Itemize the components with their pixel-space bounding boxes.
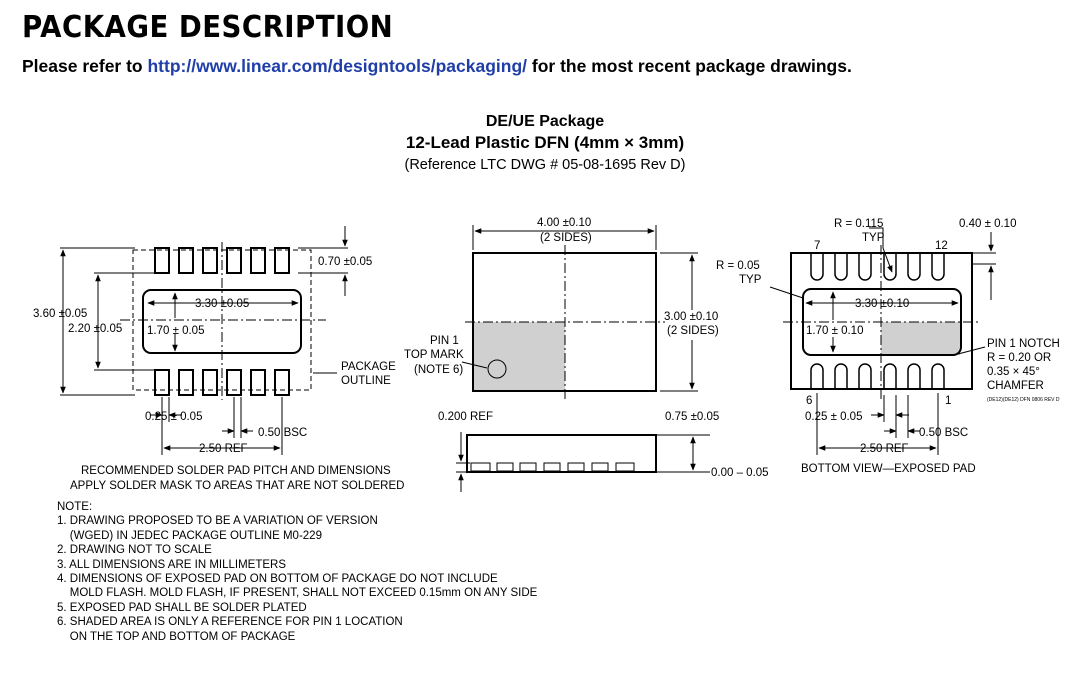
dim-250-bottom: 2.50 REF: [860, 443, 909, 455]
two-sides-a: (2 SIDES): [540, 232, 592, 244]
pin1-notch-label: PIN 1 NOTCH: [987, 338, 1060, 350]
refer-prefix: Please refer to: [22, 56, 148, 76]
note-2: 2. DRAWING NOT TO SCALE: [57, 544, 212, 557]
pin1-notch-r: R = 0.20 OR: [987, 352, 1051, 364]
two-sides-b: (2 SIDES): [667, 325, 719, 337]
pin12-label: 12: [935, 240, 948, 252]
r0115-label: R = 0.115: [834, 218, 883, 230]
exposed-pad: [802, 288, 962, 356]
solder-pad-drawing: [60, 226, 348, 455]
bottom-view-bottom-leads: [810, 363, 945, 388]
dim-050-bottom: 0.50 BSC: [919, 427, 968, 439]
dim-025: 0.25 ± 0.05: [145, 411, 202, 423]
pin1-shaded-area: [474, 322, 565, 390]
bottom-view-drawing: [769, 227, 996, 455]
note-4b: MOLD FLASH. MOLD FLASH, IF PRESENT, SHAL…: [57, 587, 538, 600]
typ-label-b: TYP: [739, 274, 762, 286]
note-6b: ON THE TOP AND BOTTOM OF PACKAGE: [57, 630, 296, 643]
pin1-dot: [487, 359, 507, 379]
note-1b: (WGED) IN JEDEC PACKAGE OUTLINE M0-229: [57, 529, 322, 542]
bottom-view-labels: R = 0.115 TYP 0.40 ± 0.10 7 12 R = 0.05 …: [716, 218, 1060, 475]
package-outline-label-2: OUTLINE: [341, 375, 391, 387]
bottom-view-top-leads: [810, 254, 945, 281]
bottom-shaded-area: [881, 322, 960, 355]
dim-250: 2.50 REF: [199, 443, 248, 455]
package-outline-label: PACKAGE: [341, 361, 396, 373]
pin1-leader: [461, 361, 488, 369]
dim-025-bottom: 0.25 ± 0.05: [805, 411, 862, 423]
dim-330: 3.30 ±0.10: [855, 298, 909, 310]
side-view-leads: [470, 462, 635, 472]
notes-block: NOTE: 1. DRAWING PROPOSED TO BE A VARIATI…: [57, 500, 537, 644]
dim-330: 3.30 ±0.05: [195, 298, 249, 310]
package-name: DE/UE Package: [485, 113, 605, 130]
drawing-code: (DE12)(DE12) DFN 0806 REV D: [987, 397, 1060, 403]
r005-label: R = 0.05: [716, 260, 760, 272]
solder-caption-2: APPLY SOLDER MASK TO AREAS THAT ARE NOT …: [70, 480, 404, 492]
side-view-body: [466, 434, 657, 473]
package-lead-title: 12-Lead Plastic DFN (4mm × 3mm): [405, 133, 685, 152]
dim-170: 1.70 ± 0.10: [806, 325, 863, 337]
note-3: 3. ALL DIMENSIONS ARE IN MILLIMETERS: [57, 558, 287, 571]
exposed-pad-land: [142, 289, 302, 354]
pin1-notch-chamfer: 0.35 × 45°: [987, 366, 1040, 378]
pin1-note-label: (NOTE 6): [414, 364, 463, 376]
dim-220: 2.20 ±0.05: [68, 323, 122, 335]
solder-caption-1: RECOMMENDED SOLDER PAD PITCH AND DIMENSI…: [81, 465, 391, 477]
dim-360: 3.60 ±0.05: [33, 308, 87, 320]
note-1a: 1. DRAWING PROPOSED TO BE A VARIATION OF…: [57, 515, 378, 528]
dim-400: 4.00 ±0.10: [537, 217, 591, 229]
dim-075: 0.75 ±0.05: [665, 411, 719, 423]
bottom-pads: [154, 369, 290, 396]
pin7-label: 7: [814, 240, 820, 252]
pin1-top-mark-label: TOP MARK: [404, 349, 464, 361]
pin6-label: 6: [806, 395, 812, 407]
packaging-link[interactable]: http://www.linear.com/designtools/packag…: [147, 56, 528, 76]
refer-line: Please refer to http://www.linear.com/de…: [22, 56, 852, 77]
package-reference: (Reference LTC DWG # 05-08-1695 Rev D): [404, 157, 686, 173]
dim-050: 0.50 BSC: [258, 427, 307, 439]
top-view-drawing: [456, 225, 710, 492]
dim-170: 1.70 ± 0.05: [147, 325, 204, 337]
pin1-notch-chamfer-word: CHAMFER: [987, 380, 1044, 392]
refer-suffix: for the most recent package drawings.: [527, 56, 852, 76]
dim-070: 0.70 ±0.05: [318, 256, 372, 268]
pin1-label-bottom: 1: [945, 395, 951, 407]
top-view-labels: 4.00 ±0.10 (2 SIDES) 3.00 ±0.10 (2 SIDES…: [404, 217, 769, 479]
solder-pad-labels: 0.70 ±0.05 3.60 ±0.05 2.20 ±0.05 3.30 ±0…: [33, 256, 404, 492]
page-title: PACKAGE DESCRIPTION: [22, 10, 394, 45]
dim-040: 0.40 ± 0.10: [959, 218, 1016, 230]
note-6a: 6. SHADED AREA IS ONLY A REFERENCE FOR P…: [57, 616, 403, 629]
dim-300: 3.00 ±0.10: [664, 311, 718, 323]
dim-000: 0.00 – 0.05: [711, 467, 769, 479]
note-4a: 4. DIMENSIONS OF EXPOSED PAD ON BOTTOM O…: [57, 573, 498, 586]
top-pads: [154, 247, 290, 274]
pin1-label: PIN 1: [430, 335, 459, 347]
typ-label-a: TYP: [862, 232, 885, 244]
dim-0200-ref: 0.200 REF: [438, 411, 493, 423]
notes-title: NOTE:: [57, 501, 93, 513]
note-5: 5. EXPOSED PAD SHALL BE SOLDER PLATED: [57, 601, 307, 614]
bottom-view-caption: BOTTOM VIEW—EXPOSED PAD: [801, 463, 976, 475]
